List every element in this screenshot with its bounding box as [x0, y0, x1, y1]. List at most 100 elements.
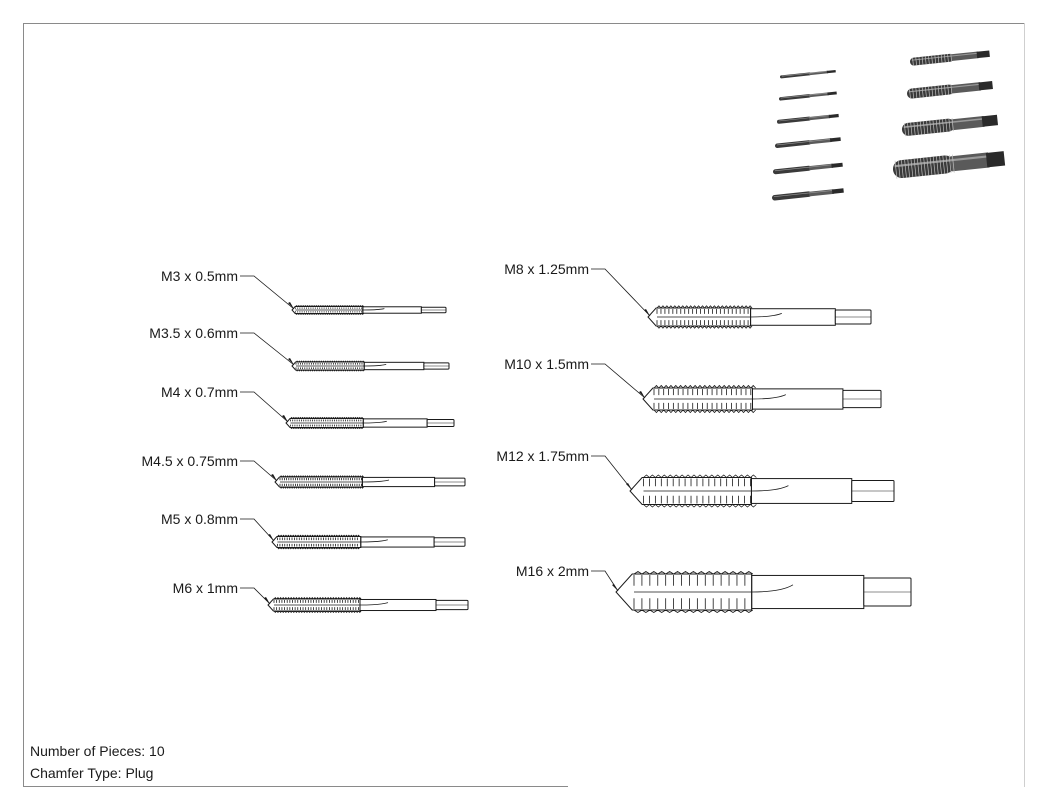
- leader-m8: [591, 268, 651, 317]
- leader-m3-5-line: [240, 332, 295, 366]
- leader-m4-arrow: [282, 415, 288, 422]
- leader-m4: [240, 391, 289, 423]
- leader-m16-line: [591, 570, 619, 592]
- tap-label-m3: M3 x 0.5mm: [160, 268, 238, 284]
- thumbnail-tap-7-teeth: [912, 53, 952, 66]
- thumbnail-tap-6-threads: [771, 191, 812, 201]
- thumbnail-tap-10-shank: [950, 152, 990, 172]
- leader-m4-5-arrow: [271, 474, 277, 481]
- thumbnail-tap-5-highlight: [774, 164, 832, 172]
- thumbnail-tap-9-drive: [981, 114, 999, 127]
- tap-m4-threads: [290, 416, 364, 430]
- tap-label-m3-5: M3.5 x 0.6mm: [149, 325, 238, 341]
- thumbnail-tap-6-highlight: [773, 190, 833, 198]
- thumbnail-tap-7-drive: [976, 50, 990, 59]
- thumbnail-tap-3-highlight: [778, 115, 829, 122]
- drawing-notes: Number of Pieces: 10 Chamfer Type: Plug: [30, 740, 165, 784]
- tap-label-m6: M6 x 1mm: [172, 580, 238, 596]
- leader-m3-5-arrow: [288, 358, 294, 365]
- thumbnail-tap-2-threads: [778, 94, 811, 101]
- leader-m16-arrow: [612, 584, 618, 591]
- thumbnail-tap-4-highlight: [776, 139, 831, 146]
- thumbnail-tap-1-highlight: [781, 71, 827, 77]
- leader-m10-line: [591, 363, 646, 399]
- thumbnail-tap-1-drive: [826, 69, 836, 74]
- tap-label-m8: M8 x 1.25mm: [504, 261, 589, 277]
- leader-m3-line: [240, 275, 295, 310]
- thumbnail-tap-3-threads: [776, 116, 811, 124]
- tap-m3-threads: [295, 305, 364, 315]
- thumbnail-tap-3-drive: [828, 113, 839, 119]
- leader-m12-arrow: [626, 483, 632, 490]
- leader-m8-line: [591, 268, 651, 317]
- callout-leaders: [240, 268, 651, 605]
- tap-label-m12: M12 x 1.75mm: [496, 448, 589, 464]
- tap-m16-threads: [633, 571, 754, 613]
- thumbnail-tap-10-teeth: [894, 154, 955, 179]
- thumbnail-tap-5-threads: [772, 165, 812, 175]
- leader-m12-line: [591, 455, 633, 491]
- leader-m16: [591, 570, 619, 592]
- thumbnail-tap-5-drive: [831, 162, 843, 168]
- number-of-pieces-note: Number of Pieces: 10: [30, 743, 165, 759]
- tap-m16-shank: [751, 574, 865, 610]
- thumbnail-tap-10: [892, 151, 1006, 179]
- tap-m8: [647, 305, 872, 329]
- leader-m5-arrow: [268, 534, 274, 541]
- leader-m4-line: [240, 391, 289, 423]
- leader-m4-5-line: [240, 460, 278, 482]
- tap-set-thumbnail: [771, 50, 1006, 201]
- leader-m10-arrow: [639, 391, 645, 398]
- tap-m8-threads: [656, 305, 753, 329]
- tap-label-m16: M16 x 2mm: [515, 563, 589, 579]
- tap-m4-5-threads: [279, 475, 364, 489]
- tap-m10: [642, 384, 882, 414]
- tap-m4: [285, 416, 455, 430]
- tap-label-m4: M4 x 0.7mm: [160, 384, 238, 400]
- leader-m6-line: [240, 587, 271, 605]
- leader-m6: [240, 587, 271, 605]
- thumbnail-tap-2-drive: [827, 91, 837, 96]
- drawing-sheet-bottom-edge: [23, 786, 568, 787]
- tap-m4-5: [274, 475, 466, 489]
- thumbnail-tap-3: [776, 113, 839, 124]
- thumbnail-tap-8-drive: [978, 81, 993, 91]
- tap-m6-threads: [273, 596, 362, 614]
- leader-m3: [240, 275, 295, 310]
- leader-m6-arrow: [264, 597, 270, 604]
- thumbnail-tap-9-teeth: [903, 118, 954, 137]
- leader-m8-arrow: [644, 309, 650, 316]
- tap-m12-shank: [750, 478, 853, 504]
- leader-m4-5: [240, 460, 278, 482]
- thumbnail-tap-1: [779, 69, 836, 79]
- thumbnail-tap-8-shank: [951, 82, 981, 94]
- tap-m10-threads: [653, 384, 756, 414]
- tap-m6: [267, 596, 469, 614]
- thumbnail-tap-10-drive: [985, 151, 1006, 168]
- thumbnail-tap-9-shank: [951, 115, 985, 131]
- thumbnail-tap-6-drive: [831, 188, 844, 194]
- thumbnail-tap-8: [906, 81, 993, 99]
- tap-m5: [271, 534, 466, 550]
- leader-m3-arrow: [288, 302, 294, 309]
- thumbnail-tap-8-highlight: [908, 83, 979, 93]
- leader-m3-5: [240, 332, 295, 366]
- thumbnail-tap-2: [778, 91, 837, 101]
- tap-m3-5: [291, 360, 450, 372]
- drawing-sheet-border: [23, 23, 1024, 787]
- thumbnail-tap-9: [901, 114, 999, 137]
- leader-m5: [240, 518, 275, 542]
- leader-m5-line: [240, 518, 275, 542]
- thumbnail-tap-4: [774, 137, 841, 149]
- thumbnail-tap-6: [771, 188, 844, 201]
- tap-label-m4-5: M4.5 x 0.75mm: [141, 453, 238, 469]
- thumbnail-tap-4-threads: [774, 140, 812, 149]
- thumbnail-tap-4-drive: [829, 137, 841, 142]
- thumbnail-tap-1-threads: [779, 72, 811, 79]
- chamfer-type-note: Chamfer Type: Plug: [30, 765, 154, 781]
- tap-label-m10: M10 x 1.5mm: [504, 356, 589, 372]
- thumbnail-tap-5: [772, 162, 843, 175]
- tap-m12: [629, 474, 895, 508]
- thumbnail-tap-7: [909, 50, 990, 66]
